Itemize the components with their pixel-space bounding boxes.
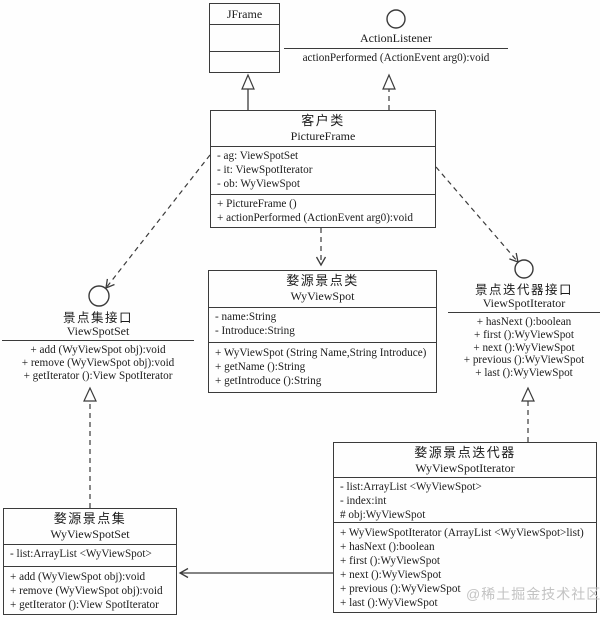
interface-name-en: ViewSpotSet xyxy=(66,324,130,338)
class-name-en: PictureFrame xyxy=(290,129,356,143)
method-line: + previous ():WyViewSpot xyxy=(340,583,461,595)
attribute-line: - it: ViewSpotIterator xyxy=(217,164,313,177)
interface-method: + last ():WyViewSpot xyxy=(475,367,573,380)
class-pictureframe-title: 客户类 PictureFrame xyxy=(211,111,435,146)
realization-wyviewspotiterator-to-viewspotiterator xyxy=(521,386,535,442)
class-wyviewspot-attributes-compartment: - name:String - Introduce:String xyxy=(209,307,436,342)
method-line: + first ():WyViewSpot xyxy=(340,555,441,567)
class-name-en: WyViewSpotSet xyxy=(50,527,130,541)
class-jframe: JFrame xyxy=(209,3,280,73)
method-line: + PictureFrame () xyxy=(217,198,297,210)
interface-name-en: ViewSpotIterator xyxy=(482,296,566,310)
method-line: + hasNext ():boolean xyxy=(340,541,435,553)
class-pictureframe-methods-compartment: + PictureFrame () + actionPerformed (Act… xyxy=(211,194,435,227)
class-jframe-methods-compartment xyxy=(210,51,279,72)
class-name-en: WyViewSpotIterator xyxy=(415,461,515,475)
interface-method: + previous ():WyViewSpot xyxy=(463,354,585,367)
attribute-line: - Introduce:String xyxy=(215,325,295,337)
interface-method: + remove (WyViewSpot obj):void xyxy=(21,356,175,369)
dependency-pictureframe-to-viewspotiterator xyxy=(435,166,519,264)
dependency-pictureframe-to-viewspotset xyxy=(105,154,211,290)
interface-viewspotset-methods: + add (WyViewSpot obj):void + remove (Wy… xyxy=(2,341,194,382)
class-wyviewspotset-attributes-compartment: - list:ArrayList <WyViewSpot> xyxy=(4,544,176,566)
interface-actionlistener: ActionListener actionPerformed (ActionEv… xyxy=(284,31,508,65)
interface-viewspotiterator: 景点迭代器接口 ViewSpotIterator + hasNext ():bo… xyxy=(448,283,600,380)
interface-name-cn: 景点集接口 xyxy=(62,311,133,325)
class-name: JFrame xyxy=(226,7,263,21)
attribute-line: - list:ArrayList <WyViewSpot> xyxy=(340,481,482,493)
attribute-line: # obj:WyViewSpot xyxy=(340,509,426,521)
attribute-line: - ag: ViewSpotSet xyxy=(217,150,299,163)
class-wyviewspotiterator: 婺源景点迭代器 WyViewSpotIterator - list:ArrayL… xyxy=(333,442,597,613)
class-wyviewspot-title: 婺源景点类 WyViewSpot xyxy=(209,271,436,307)
class-wyviewspotset-methods-compartment: + add (WyViewSpot obj):void + remove (Wy… xyxy=(4,566,176,614)
actionlistener-lollipop-icon xyxy=(386,9,406,29)
interface-method: + add (WyViewSpot obj):void xyxy=(30,344,166,356)
interface-actionlistener-name-block: ActionListener xyxy=(284,31,508,49)
juejin-watermark: @稀土掘金技术社区 xyxy=(466,586,600,602)
viewspotiterator-lollipop-icon xyxy=(514,259,534,279)
interface-method: + next ():WyViewSpot xyxy=(473,341,575,354)
class-name-en: WyViewSpot xyxy=(290,289,355,303)
interface-viewspotset: 景点集接口 ViewSpotSet + add (WyViewSpot obj)… xyxy=(2,311,194,382)
method-line: + getIterator ():View SpotIterator xyxy=(10,599,159,611)
interface-method: actionPerformed (ActionEvent arg0):void xyxy=(302,52,490,64)
method-line: + last ():WyViewSpot xyxy=(340,597,438,609)
class-wyviewspotiterator-methods-compartment: + WyViewSpotIterator (ArrayList <WyViewS… xyxy=(334,522,596,612)
attribute-line: - index:int xyxy=(340,495,387,507)
interface-name-cn: 景点迭代器接口 xyxy=(474,283,573,297)
interface-name: ActionListener xyxy=(360,31,432,45)
method-line: + WyViewSpotIterator (ArrayList <WyViewS… xyxy=(340,527,584,539)
viewspotset-lollipop-icon xyxy=(88,285,110,307)
attribute-line: - ob: WyViewSpot xyxy=(217,178,300,191)
interface-method: + hasNext ():boolean xyxy=(476,316,572,328)
class-wyviewspot-methods-compartment: + WyViewSpot (String Name,String Introdu… xyxy=(209,342,436,392)
class-wyviewspotset: 婺源景点集 WyViewSpotSet - list:ArrayList <Wy… xyxy=(3,508,177,615)
class-wyviewspotiterator-attributes-compartment: - list:ArrayList <WyViewSpot> - index:in… xyxy=(334,477,596,522)
method-line: + add (WyViewSpot obj):void xyxy=(10,571,146,583)
method-line: + actionPerformed (ActionEvent arg0):voi… xyxy=(217,212,413,224)
class-wyviewspot: 婺源景点类 WyViewSpot - name:String - Introdu… xyxy=(208,270,437,393)
method-line: + WyViewSpot (String Name,String Introdu… xyxy=(215,347,427,359)
class-jframe-attributes-compartment xyxy=(210,24,279,51)
class-jframe-title: JFrame xyxy=(210,4,279,24)
interface-method: + first ():WyViewSpot xyxy=(473,328,575,341)
class-name-cn: 客户类 xyxy=(301,113,345,128)
attribute-line: - list:ArrayList <WyViewSpot> xyxy=(10,548,152,560)
class-name-cn: 婺源景点类 xyxy=(286,273,359,288)
interface-viewspotset-name-block: 景点集接口 ViewSpotSet xyxy=(2,311,194,341)
interface-method: + getIterator ():View SpotIterator xyxy=(23,369,173,382)
attribute-line: - name:String xyxy=(215,311,277,323)
class-wyviewspotiterator-title: 婺源景点迭代器 WyViewSpotIterator xyxy=(334,443,596,477)
class-name-cn: 婺源景点集 xyxy=(53,511,127,526)
realization-pictureframe-to-actionlistener xyxy=(382,73,396,110)
interface-viewspotiterator-methods: + hasNext ():boolean + first ():WyViewSp… xyxy=(448,313,600,380)
class-name-cn: 婺源景点迭代器 xyxy=(414,445,516,460)
method-line: + next ():WyViewSpot xyxy=(340,569,442,581)
class-wyviewspotset-title: 婺源景点集 WyViewSpotSet xyxy=(4,509,176,544)
interface-viewspotiterator-name-block: 景点迭代器接口 ViewSpotIterator xyxy=(448,283,600,313)
generalization-pictureframe-to-jframe xyxy=(241,73,255,110)
class-pictureframe-attributes-compartment: - ag: ViewSpotSet - it: ViewSpotIterator… xyxy=(211,146,435,194)
realization-wyviewspotset-to-viewspotset xyxy=(83,386,97,508)
method-line: + getName ():String xyxy=(215,361,306,373)
class-pictureframe: 客户类 PictureFrame - ag: ViewSpotSet - it:… xyxy=(210,110,436,228)
method-line: + getIntroduce ():String xyxy=(215,375,322,387)
method-line: + remove (WyViewSpot obj):void xyxy=(10,585,163,597)
